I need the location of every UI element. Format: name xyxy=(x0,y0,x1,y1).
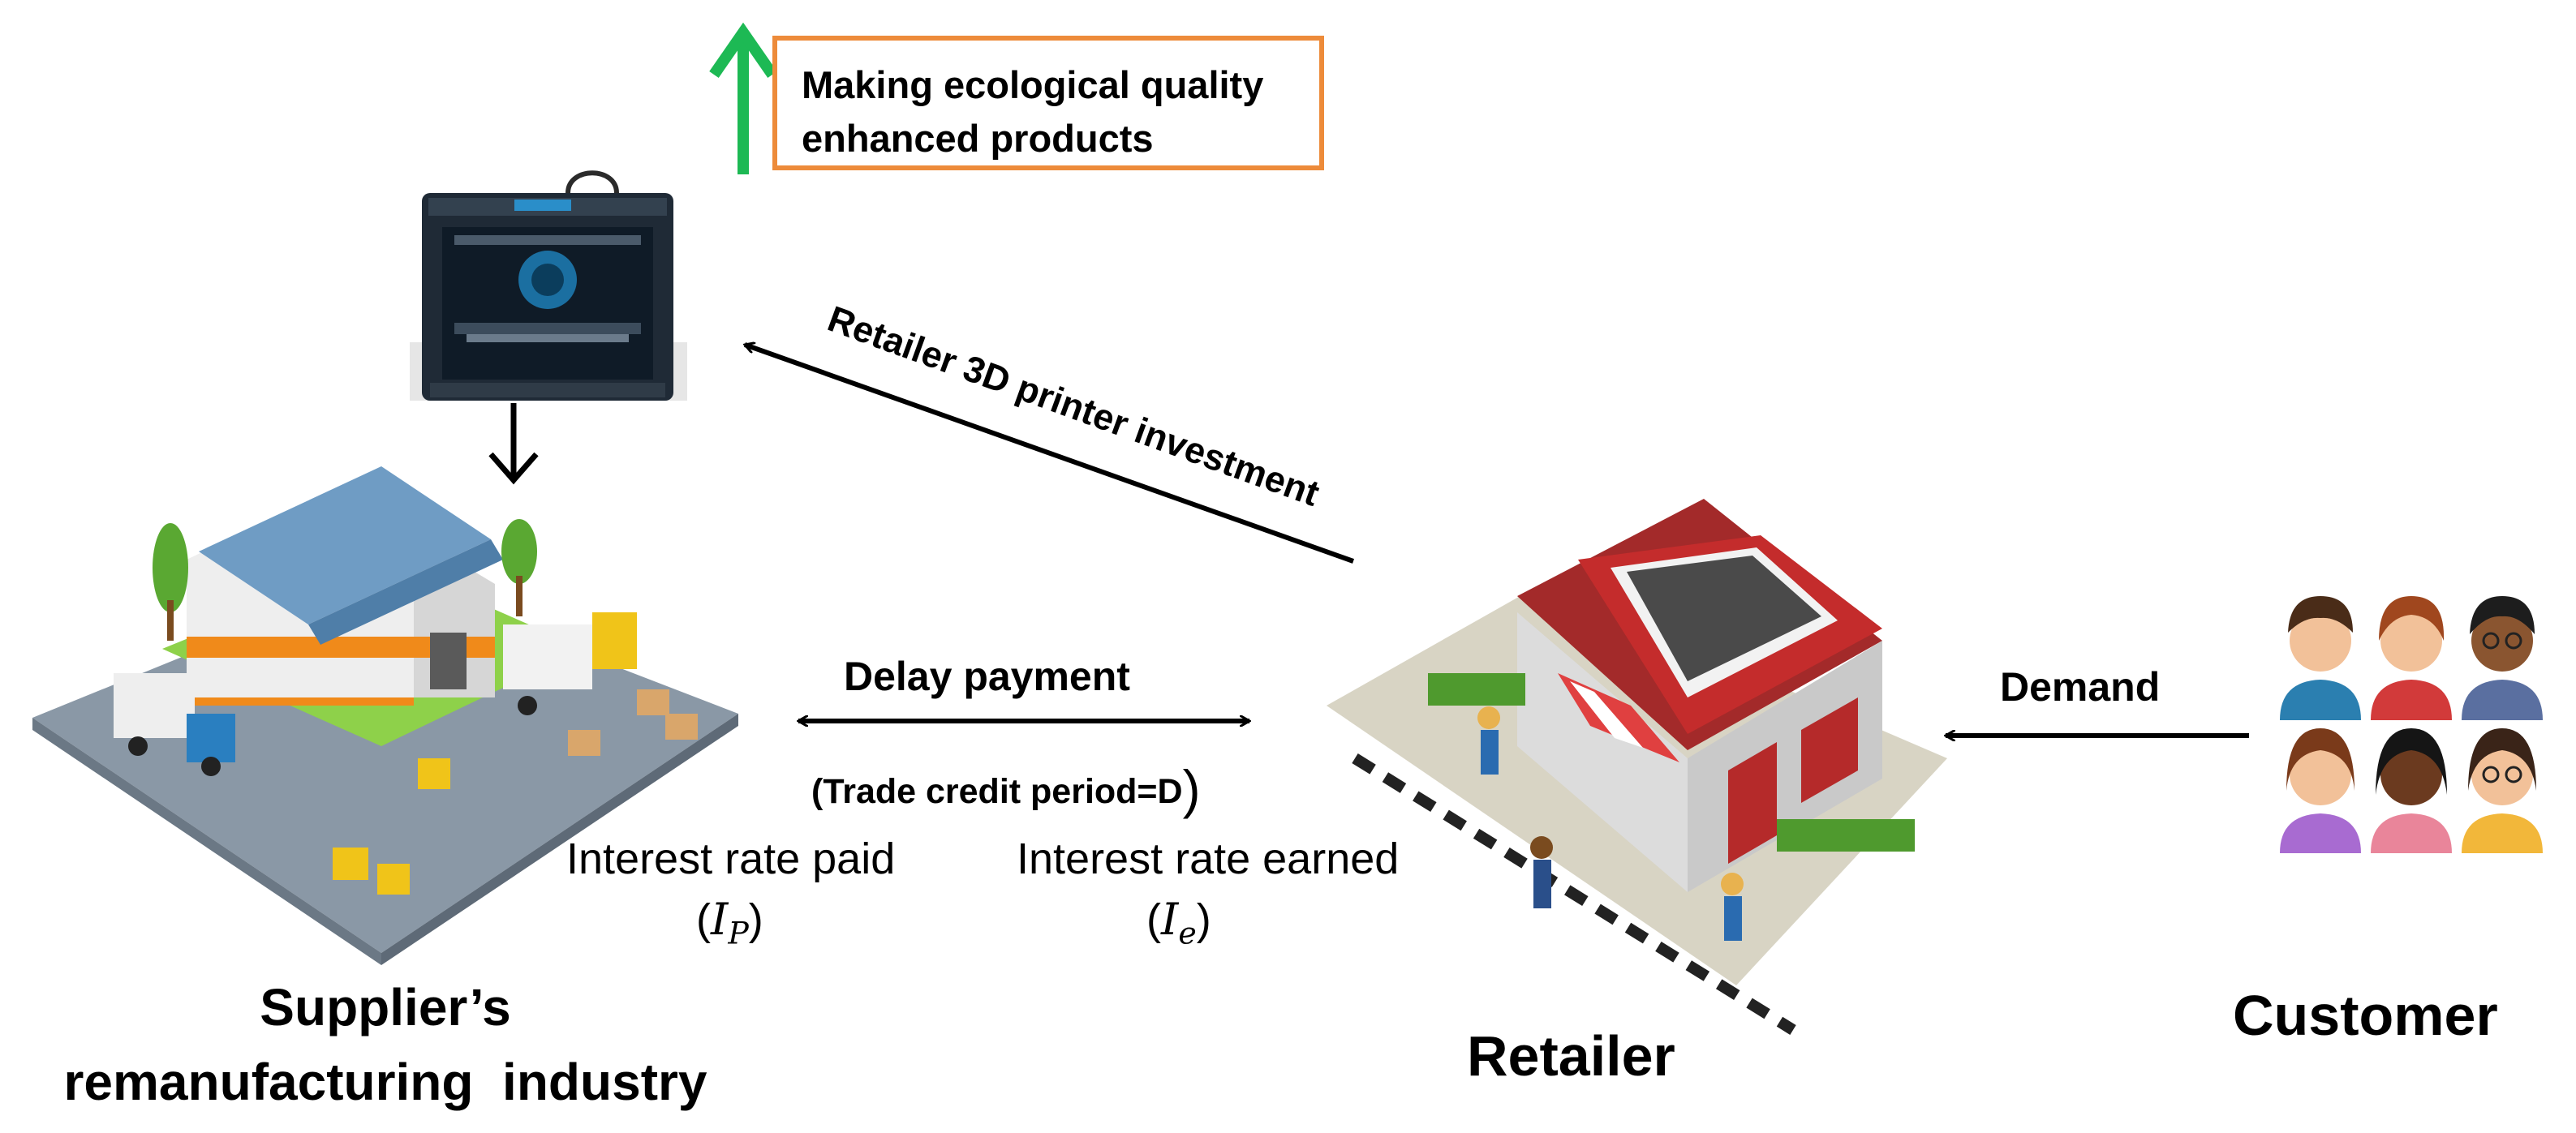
trade-credit-label: (Trade credit period=D) xyxy=(811,758,1201,820)
investment-label: Retailer 3D printer investment xyxy=(823,298,1325,514)
customer-label: Customer xyxy=(2233,984,2498,1047)
retailer-label: Retailer xyxy=(1467,1024,1675,1088)
supplier-label-line-1: Supplier’s xyxy=(260,978,511,1036)
ecological-quality-box: Making ecological quality enhanced produ… xyxy=(772,36,1324,170)
supplier-label: Supplier’s remanufacturing industry xyxy=(32,970,738,1119)
customer-avatars-icon xyxy=(2280,596,2543,853)
interest-paid-symbol: (IP) xyxy=(696,894,763,951)
delay-payment-label: Delay payment xyxy=(844,654,1130,699)
retail-store-icon xyxy=(1327,499,1947,1035)
interest-earned-sub: e xyxy=(1178,915,1197,951)
interest-paid-sub: P xyxy=(728,915,749,951)
interest-paid-var: I xyxy=(710,894,729,945)
interest-earned-var: I xyxy=(1160,894,1179,945)
quality-line-1: Making ecological quality xyxy=(802,63,1264,106)
supplier-label-line-2: remanufacturing industry xyxy=(63,1053,707,1111)
quality-line-2: enhanced products xyxy=(802,117,1154,160)
trade-credit-text: (Trade credit period=D xyxy=(811,772,1183,811)
interest-earned-symbol: (Ie) xyxy=(1146,894,1211,951)
up-arrow-icon xyxy=(709,22,777,174)
interest-paid-label: Interest rate paid xyxy=(566,835,896,883)
investment-arrow xyxy=(745,345,1355,564)
3d-printer-icon xyxy=(410,170,687,401)
demand-label: Demand xyxy=(2000,664,2161,710)
trade-credit-paren: ) xyxy=(1182,759,1201,819)
printer-to-warehouse-arrow xyxy=(488,403,539,485)
interest-earned-label: Interest rate earned xyxy=(1017,835,1400,883)
warehouse-icon xyxy=(32,466,738,965)
